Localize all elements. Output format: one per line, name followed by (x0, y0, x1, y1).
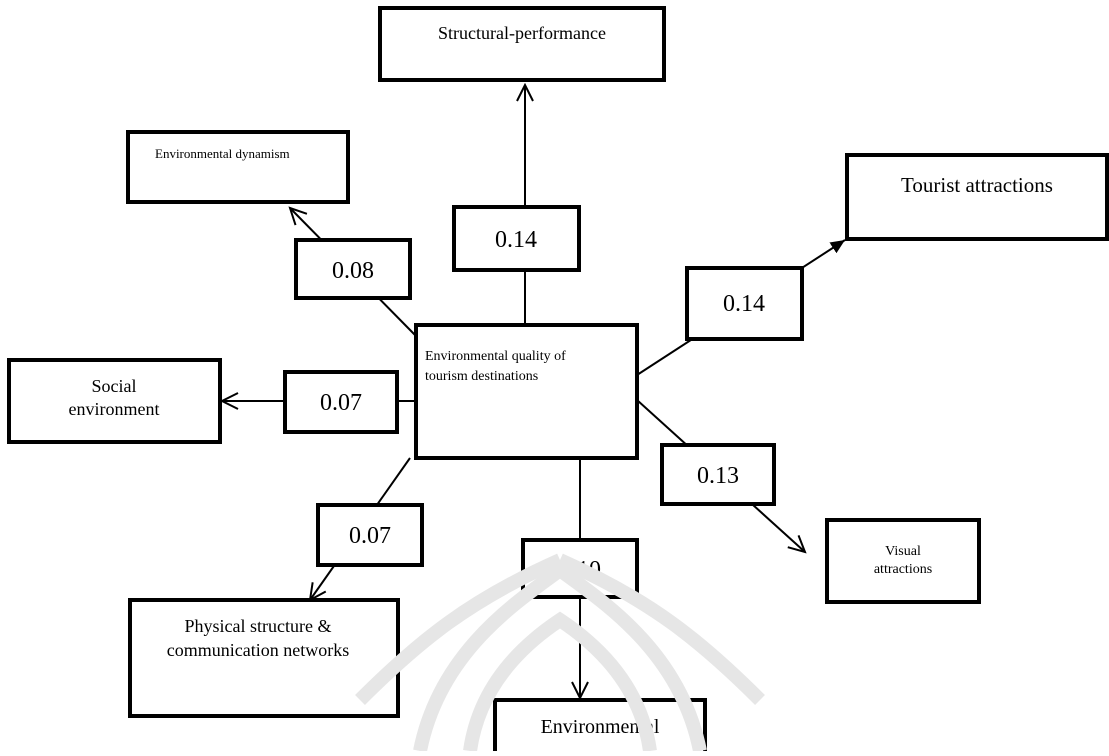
center-node: Environmental quality of tourism destina… (414, 323, 639, 460)
node-structural-label: Structural-performance (438, 23, 606, 43)
node-dynamism-label: Environmental dynamism (155, 146, 290, 161)
node-physical: Physical structure & communication netwo… (128, 598, 400, 718)
weight-tourist-value: 0.14 (723, 291, 765, 317)
node-dynamism: Environmental dynamism (126, 130, 350, 204)
weight-physical-value: 0.07 (349, 523, 391, 549)
weight-structural: 0.14 (452, 205, 581, 272)
weight-tourist: 0.14 (685, 266, 804, 341)
weight-social-value: 0.07 (320, 390, 362, 416)
weight-visual-value: 0.13 (697, 463, 739, 489)
node-social: Social environment (7, 358, 222, 444)
node-visual-label-line-2: attractions (874, 562, 932, 577)
weight-dynamism: 0.08 (294, 238, 412, 300)
node-physical-label-line-2: communication networks (167, 640, 349, 660)
node-social-label-line-1: Social (92, 376, 137, 396)
node-tourist: Tourist attractions (845, 153, 1109, 241)
weight-visual: 0.13 (660, 443, 776, 506)
weight-dynamism-value: 0.08 (332, 258, 374, 284)
weight-social: 0.07 (283, 370, 399, 434)
weight-physical: 0.07 (316, 503, 424, 567)
node-environmental-label: Environmental (541, 716, 660, 738)
weight-structural-value: 0.14 (495, 227, 537, 253)
node-environmental: Environmental (493, 698, 707, 756)
node-social-label-line-2: environment (69, 399, 160, 419)
center-label-line-2: tourism destinations (425, 369, 538, 384)
node-structural: Structural-performance (378, 6, 666, 82)
center-label-line-1: Environmental quality of (425, 349, 566, 364)
node-physical-label-line-1: Physical structure & (185, 616, 332, 636)
node-visual-label-line-1: Visual (885, 544, 921, 559)
node-visual: Visual attractions (825, 518, 981, 604)
node-tourist-label: Tourist attractions (901, 173, 1053, 197)
